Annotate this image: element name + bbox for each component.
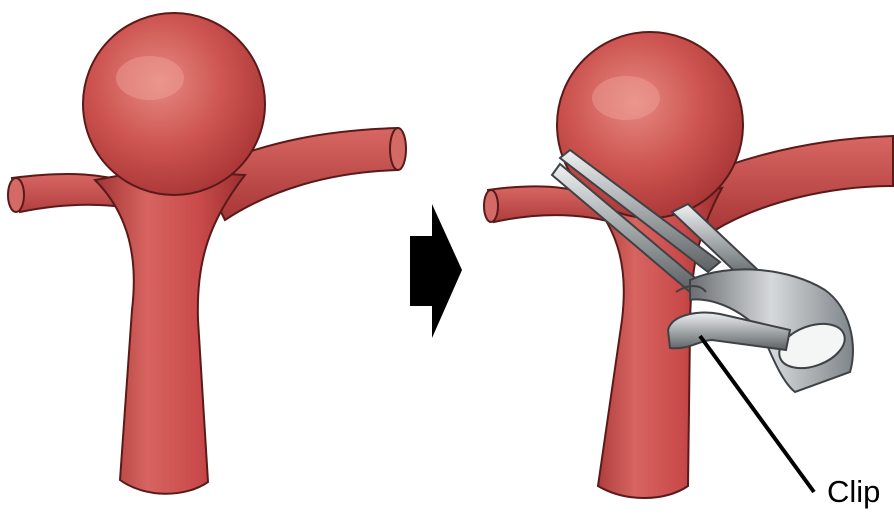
right-vessel-panel: [484, 32, 893, 498]
left-aneurysm-dome: [83, 13, 265, 195]
left-vessel-panel: [8, 13, 406, 494]
clip-label: Clip: [827, 476, 880, 507]
left-parent-artery: [95, 170, 245, 494]
left-right-branch-end: [390, 128, 406, 170]
right-arrow-icon: [410, 204, 462, 338]
left-left-branch-end: [8, 178, 24, 212]
right-left-branch-end: [484, 190, 498, 222]
